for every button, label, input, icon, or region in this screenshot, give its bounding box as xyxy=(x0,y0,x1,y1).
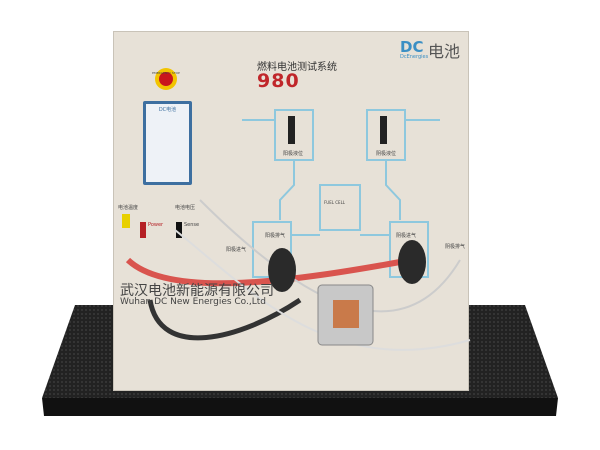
brand-logo-name: 电池 xyxy=(428,42,461,61)
brand-logo-sub: DcEnergies xyxy=(400,54,429,60)
label-sense: Sense xyxy=(184,222,200,228)
label-anode-level: 阳极液位 xyxy=(283,151,304,157)
label-power: Power xyxy=(148,222,164,228)
brand-logo-mark: DC xyxy=(400,38,424,56)
label-cathode-exhaust: 阴极排气 xyxy=(445,244,466,250)
model-number: 980 xyxy=(257,70,300,92)
label-cell-voltage: 电池电压 xyxy=(175,205,196,211)
label-cathode-level: 阴极液位 xyxy=(376,151,397,157)
label-fuel-cell: FUEL CELL xyxy=(324,200,346,205)
label-anode-exhaust: 阳极排气 xyxy=(265,233,286,239)
company-name-cn: 武汉电池新能源有限公司 xyxy=(120,283,274,299)
label-anode-inlet: 阳极进气 xyxy=(226,247,247,253)
label-cell-temp: 电池温度 xyxy=(118,205,139,211)
panel-title: 燃料电池测试系统 xyxy=(257,62,337,73)
touch-screen[interactable]: DC电池 xyxy=(143,101,192,185)
label-cathode-inlet: 阴极进气 xyxy=(396,233,417,239)
emergency-stop-label: EMERGENCY STOP xyxy=(152,71,180,75)
company-name-en: Wuhan DC New Energies Co.,Ltd xyxy=(120,297,267,307)
screen-title: DC电池 xyxy=(158,107,177,113)
